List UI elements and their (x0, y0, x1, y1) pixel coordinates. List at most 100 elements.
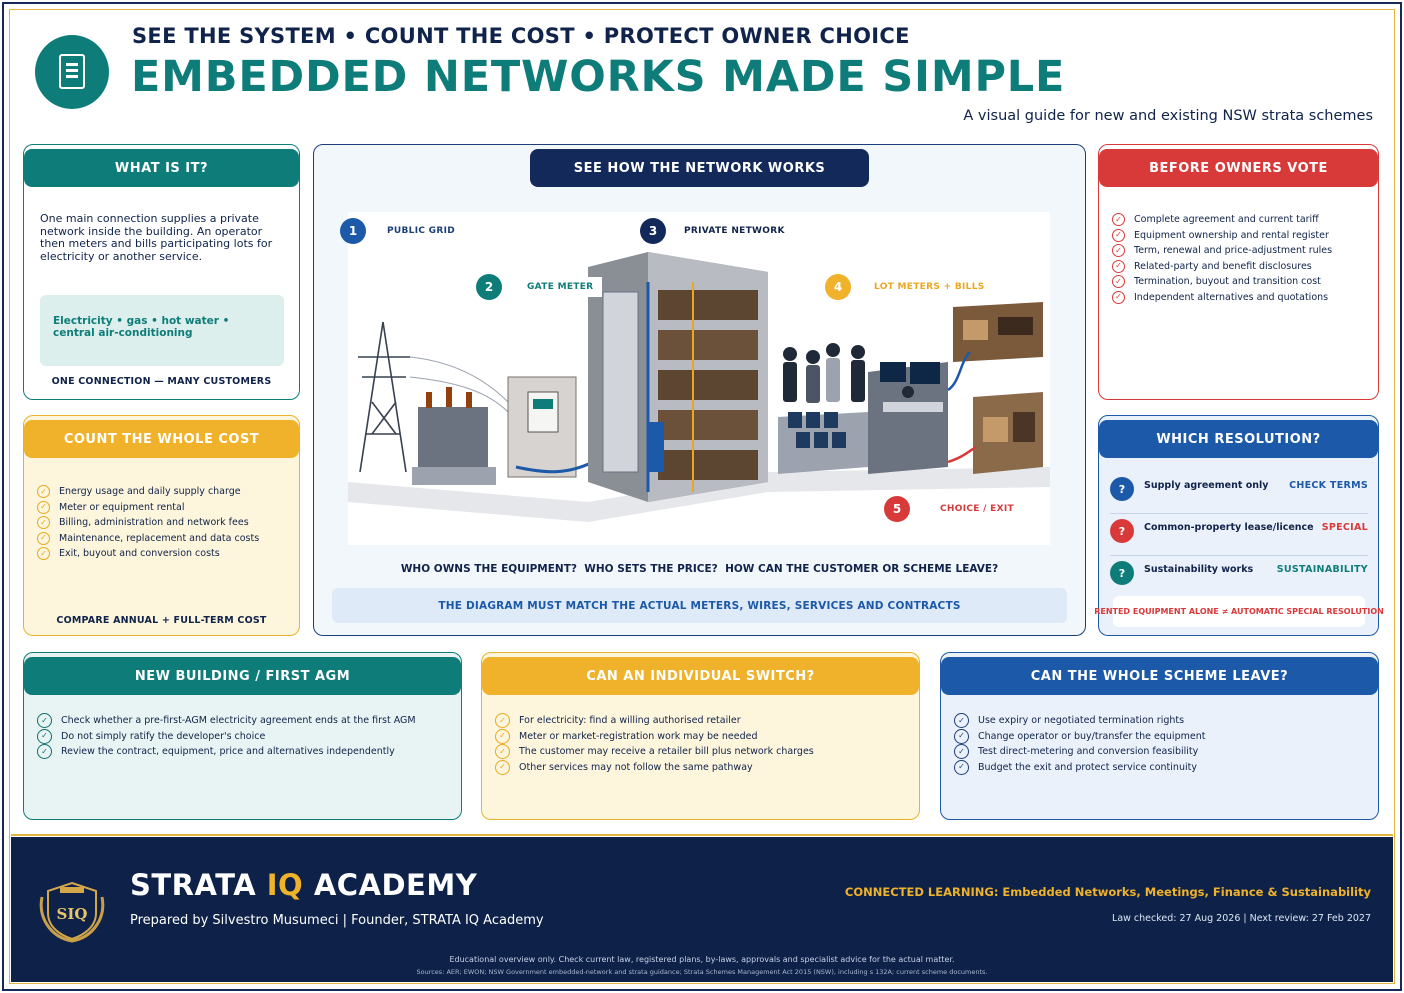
disclaimer: Educational overview only. Check current… (449, 955, 955, 964)
check-icon: ✓ (37, 500, 50, 514)
footer-divider (11, 834, 1393, 836)
step-5-label: CHOICE / EXIT (931, 499, 1023, 519)
network-heading: SEE HOW THE NETWORK WORKS (530, 149, 869, 187)
count-cost-footer: COMPARE ANNUAL + FULL-TERM COST (56, 615, 267, 626)
list-item: ✓Do not simply ratify the developer's ch… (37, 728, 416, 745)
network-illustration (348, 252, 1050, 522)
before-vote-list: ✓Complete agreement and current tariff ✓… (1112, 212, 1332, 305)
list-item: ✓Review the contract, equipment, price a… (37, 744, 416, 760)
individual-switch-list: ✓For electricity: find a willing authori… (495, 713, 814, 775)
footer (11, 837, 1393, 982)
before-vote-card: BEFORE OWNERS VOTE ✓Complete agreement a… (1098, 144, 1379, 400)
resolution-row: ? Common-property lease/licence SPECIAL (1110, 516, 1368, 556)
resolution-heading: WHICH RESOLUTION? (1099, 420, 1378, 458)
people-icon (783, 343, 865, 403)
step-2-label: GATE METER (518, 277, 603, 297)
question-icon: ? (1110, 561, 1134, 585)
list-item: ✓Test direct-metering and conversion fea… (954, 744, 1205, 760)
list-item: ✓Other services may not follow the same … (495, 759, 814, 776)
svg-text:SIQ: SIQ (57, 905, 88, 923)
step-4-label: LOT METERS + BILLS (865, 277, 994, 297)
step-5-badge: 5 (884, 496, 910, 522)
check-icon: ✓ (1112, 244, 1125, 258)
list-item: ✓Billing, administration and network fee… (37, 515, 259, 531)
list-item: ✓Related-party and benefit disclosures (1112, 259, 1332, 275)
apartment-building-icon (588, 252, 768, 502)
list-item: ✓Equipment ownership and rental register (1112, 228, 1332, 244)
list-item: ✓Meter or market-registration work may b… (495, 728, 814, 745)
question-icon: ? (1110, 477, 1134, 501)
academy-brand: STRATA IQ ACADEMY (130, 868, 478, 902)
count-cost-card: COUNT THE WHOLE COST ✓Energy usage and d… (23, 415, 300, 636)
list-item: ✓Budget the exit and protect service con… (954, 759, 1205, 776)
resolution-label: Common-property lease/licence (1144, 522, 1314, 533)
law-checked-dates: Law checked: 27 Aug 2026 | Next review: … (1112, 913, 1371, 924)
services-text: Electricity • gas • hot water • central … (53, 315, 230, 339)
check-icon: ✓ (954, 744, 969, 760)
billing-operator-icon (868, 362, 948, 474)
scheme-leave-card: CAN THE WHOLE SCHEME LEAVE? ✓Use expiry … (940, 652, 1379, 820)
check-icon: ✓ (495, 728, 510, 744)
list-item: ✓Check whether a pre-first-AGM electrici… (37, 713, 416, 729)
check-icon: ✓ (37, 485, 50, 499)
document-icon (35, 35, 109, 109)
what-is-it-card: WHAT IS IT? One main connection supplies… (23, 144, 300, 400)
step-1-badge: 1 (340, 218, 366, 244)
transformer-icon (412, 387, 496, 485)
list-item: ✓Use expiry or negotiated termination ri… (954, 713, 1205, 729)
check-icon: ✓ (37, 728, 52, 744)
network-diagram: 1 PUBLIC GRID 2 GATE METER 3 PRIVATE NET… (340, 212, 1050, 545)
rented-equipment-note: RENTED EQUIPMENT ALONE ≠ AUTOMATIC SPECI… (1094, 596, 1384, 627)
check-icon: ✓ (37, 516, 50, 530)
check-icon: ✓ (954, 713, 969, 729)
new-building-card: NEW BUILDING / FIRST AGM ✓Check whether … (23, 652, 462, 820)
check-icon: ✓ (37, 713, 52, 729)
diagram-note: THE DIAGRAM MUST MATCH THE ACTUAL METERS… (332, 588, 1067, 623)
tagline: SEE THE SYSTEM • COUNT THE COST • PROTEC… (132, 24, 910, 48)
connected-learning: CONNECTED LEARNING: Embedded Networks, M… (844, 885, 1371, 899)
step-3-badge: 3 (640, 218, 666, 244)
step-2-badge: 2 (476, 274, 502, 300)
step-3-label: PRIVATE NETWORK (675, 221, 794, 241)
list-item: ✓The customer may receive a retailer bil… (495, 744, 814, 760)
count-cost-heading: COUNT THE WHOLE COST (24, 420, 299, 458)
prepared-by: Prepared by Silvestro Musumeci | Founder… (130, 913, 544, 928)
check-icon: ✓ (954, 728, 969, 744)
list-item: ✓Exit, buyout and conversion costs (37, 546, 259, 562)
list-item: ✓Complete agreement and current tariff (1112, 212, 1332, 228)
resolution-label: Supply agreement only (1144, 480, 1269, 491)
check-icon: ✓ (1112, 213, 1125, 227)
list-item: ✓Meter or equipment rental (37, 500, 259, 516)
what-is-it-heading: WHAT IS IT? (24, 149, 299, 187)
resolution-row: ? Supply agreement only CHECK TERMS (1110, 474, 1368, 514)
scheme-leave-list: ✓Use expiry or negotiated termination ri… (954, 713, 1205, 775)
check-icon: ✓ (37, 531, 50, 545)
check-icon: ✓ (495, 759, 510, 775)
list-item: ✓Energy usage and daily supply charge (37, 484, 259, 500)
what-is-it-footer: ONE CONNECTION — MANY CUSTOMERS (51, 376, 272, 387)
inner-frame (9, 9, 1395, 984)
check-icon: ✓ (1112, 228, 1125, 242)
check-icon: ✓ (37, 547, 50, 561)
resolution-tag: SUSTAINABILITY (1276, 564, 1368, 575)
list-item: ✓Term, renewal and price-adjustment rule… (1112, 243, 1332, 259)
academy-badge-icon: SIQ (36, 877, 108, 945)
check-icon: ✓ (495, 744, 510, 760)
check-icon: ✓ (1112, 259, 1125, 273)
check-icon: ✓ (495, 713, 510, 729)
check-icon: ✓ (1112, 290, 1125, 304)
list-item: ✓Maintenance, replacement and data costs (37, 531, 259, 547)
count-cost-list: ✓Energy usage and daily supply charge ✓M… (37, 484, 259, 562)
power-pylon-icon (358, 321, 509, 473)
question-icon: ? (1110, 519, 1134, 543)
list-item: ✓Independent alternatives and quotations (1112, 290, 1332, 306)
check-icon: ✓ (37, 744, 52, 760)
new-building-heading: NEW BUILDING / FIRST AGM (24, 657, 461, 695)
services-box: Electricity • gas • hot water • central … (40, 295, 284, 366)
scheme-leave-heading: CAN THE WHOLE SCHEME LEAVE? (941, 657, 1378, 695)
lot-meters-icon (778, 412, 868, 474)
lot-home-icon (947, 302, 1043, 474)
list-item: ✓Termination, buyout and transition cost (1112, 274, 1332, 290)
sources: Sources: AER; EWON; NSW Government embed… (416, 968, 988, 976)
